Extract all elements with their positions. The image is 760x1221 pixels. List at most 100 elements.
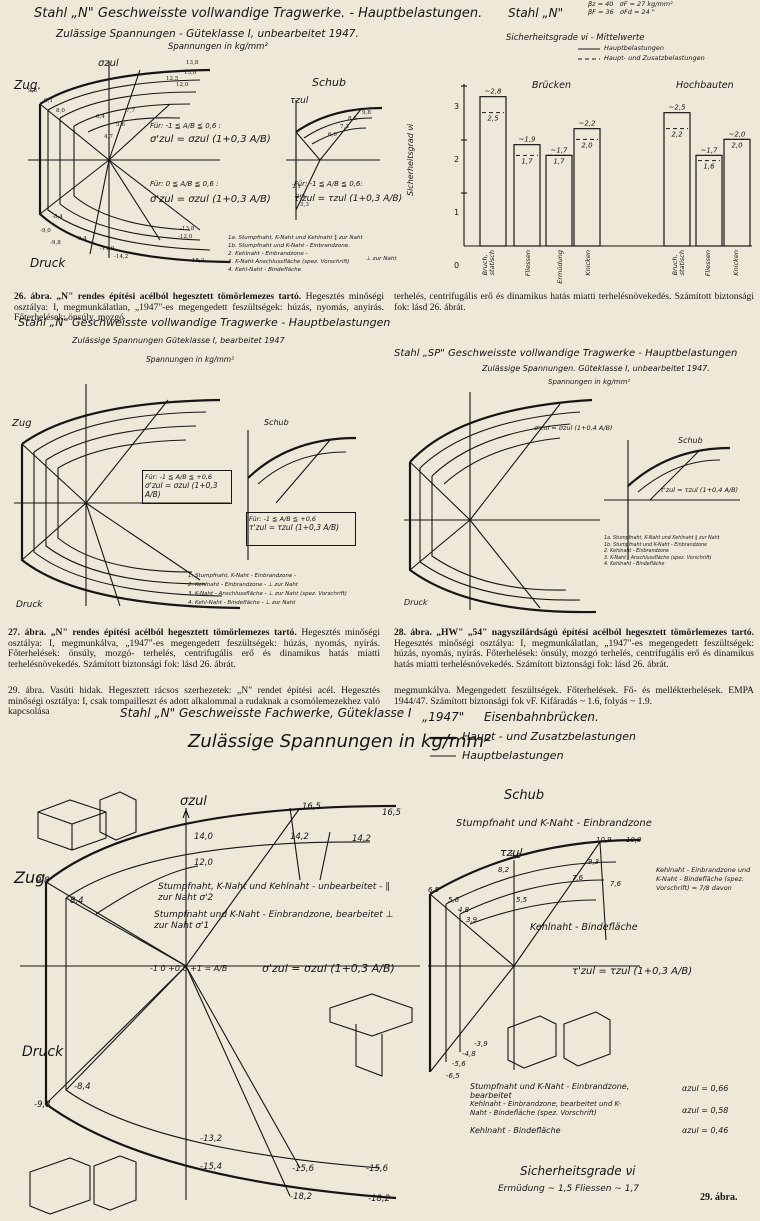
safety-bar-value: ~2,5 bbox=[669, 104, 687, 112]
fig27-formula-box1: Für: -1 ≦ A/B ≦ +0,6 σ'zul = σzul (1+0,3… bbox=[142, 470, 232, 504]
fig26-val: -15,2 bbox=[190, 258, 205, 264]
fig29-val: -13,2 bbox=[200, 1134, 222, 1144]
fig27-formula1: σ'zul = σzul (1+0,3 A/B) bbox=[145, 481, 218, 499]
fig29-val: 16,5 bbox=[382, 808, 401, 818]
fig29-val: 14,0 bbox=[194, 832, 213, 842]
fig27-druck: Druck bbox=[16, 600, 43, 610]
fig27-legend-item: 4. Kehl-Naht - Bindefläche - ⊥ zur Naht bbox=[188, 600, 296, 606]
fig29-schub-val: -6,5 bbox=[446, 1072, 460, 1080]
fig26-formula3: τ'zul = τzul (1+0,3 A/B) bbox=[294, 194, 403, 204]
safety-bar-value: ~2,8 bbox=[485, 88, 503, 96]
fig26-val: 6,4 bbox=[96, 114, 105, 120]
fig29-title-left: Stahl „N" Geschweisste Fachwerke, Gütekl… bbox=[120, 706, 412, 720]
safety-bar bbox=[723, 138, 751, 247]
fig29-schub-val: 7,6 bbox=[572, 874, 584, 882]
fig28-schub: Schub bbox=[678, 436, 703, 445]
fig28-legend-item: 4. Kehlnaht - Bindefläche bbox=[604, 562, 665, 567]
safety-cat: Fliessen bbox=[524, 250, 532, 277]
fig26-val: -14,2 bbox=[114, 254, 129, 260]
fig26-legend-item: 4. Kehl-Naht - Bindefläche bbox=[228, 267, 302, 273]
fig29-val: 16,5 bbox=[302, 802, 321, 812]
fig28-subtitle: Zulässige Spannungen. Güteklasse I, unbe… bbox=[482, 364, 710, 373]
fig26-tau-val: 2,1 bbox=[292, 184, 301, 190]
fig29-sicher-title: Sicherheitsgrade νi bbox=[520, 1164, 636, 1178]
fig29-schub-side: Kehlnaht - Einbrandzone und K-Naht - Bin… bbox=[656, 866, 751, 892]
fig26-val: -12,0 bbox=[178, 234, 193, 240]
safety-ytick: 2 bbox=[454, 155, 460, 164]
safety-cat: Knicken bbox=[732, 250, 740, 276]
safety-ytick: 0 bbox=[454, 261, 460, 270]
fig26-title: Stahl „N" Geschweisste vollwandige Tragw… bbox=[34, 6, 483, 21]
fig29-zug: Zug bbox=[14, 868, 46, 887]
fig27-zug: Zug bbox=[12, 418, 32, 429]
fig29-schub-val: 5,6 bbox=[448, 896, 460, 904]
fig26-sigma-label: σzul bbox=[98, 58, 119, 69]
fig26-val: -9,0 bbox=[40, 228, 51, 234]
fig29-schub-val: 9,2 bbox=[510, 852, 522, 860]
fig29-axis-ticks: -1 0 +0,6 +1 = A/B bbox=[150, 964, 228, 973]
fig29-schub-val: 7,6 bbox=[610, 880, 622, 888]
fig26-formula2-cond: Für: 0 ≦ A/B ≦ 0,6 : bbox=[150, 180, 219, 188]
fig26-legend: 1a. Stumpfnaht, K-Naht und Kehlnaht ∥ zu… bbox=[228, 234, 363, 274]
fig27-legend-item: 3. K-Naht - Anschlussfläche - ⊥ zur Naht… bbox=[188, 591, 347, 597]
safety-prop: σFd = 24 " bbox=[619, 8, 655, 16]
fig27-formula2-cond: Für: -1 ≦ A/B ≦ +0,6 bbox=[249, 515, 317, 523]
fig28-legend: 1a. Stumpfnaht, K-Naht und Kehlnaht ∥ zu… bbox=[604, 536, 720, 569]
safety-prop: βF = 36 bbox=[588, 8, 614, 16]
fig29-val: -15,6 bbox=[292, 1164, 314, 1174]
safety-bar bbox=[545, 154, 573, 247]
fig27-subtitle: Zulässige Spannungen Güteklasse I, bearb… bbox=[72, 336, 285, 345]
safety-legend-dashed: Haupt- und Zusatzbelastungen bbox=[604, 54, 705, 62]
fig29-schub-val: -3,9 bbox=[474, 1040, 488, 1048]
safety-bar bbox=[573, 128, 601, 247]
fig27-schub: Schub bbox=[264, 418, 289, 427]
fig26-legend-side: ⊥ zur Naht bbox=[366, 256, 397, 262]
fig26-val: 7,7 bbox=[126, 108, 135, 114]
safety-group1: Brücken bbox=[532, 80, 572, 91]
fig28-caption-body: Hegesztés minőségi osztálya: I, megmunká… bbox=[394, 637, 754, 670]
safety-caption: terhelés, centrifugális erő és dinamikus… bbox=[394, 291, 754, 313]
fig26-formula1-cond: Für: -1 ≦ A/B ≦ 0,6 : bbox=[150, 122, 221, 130]
safety-bar bbox=[695, 154, 723, 247]
fig27-caption-lead: 27. ábra. „N" rendes építési acélból heg… bbox=[8, 627, 297, 638]
fig26-val: 13,0 bbox=[184, 70, 197, 76]
fig28-caption-lead: 28. ábra. „HW" „54" nagyszilárdságú épít… bbox=[394, 627, 754, 638]
fig29-druck: Druck bbox=[22, 1044, 64, 1060]
fig29-schub: Schub bbox=[504, 788, 545, 803]
fig29-val: -18,2 bbox=[368, 1194, 390, 1204]
fig29-alpha-label: Stumpfnaht und K-Naht - Einbrandzone, be… bbox=[470, 1082, 630, 1100]
fig26-caption: 26. ábra. „N" rendes építési acélból heg… bbox=[14, 291, 385, 324]
fig27-legend: 1. Stumpfnaht, K-Naht - Einbrandzone - 2… bbox=[188, 572, 347, 608]
fig26-units: Spannungen in kg/mm² bbox=[168, 42, 268, 52]
fig26-subtitle: Zulässige Spannungen - Güteklasse I, unb… bbox=[56, 28, 359, 40]
fig26-tau-val: 2,9 bbox=[296, 194, 305, 200]
fig26-legend-item: 1a. Stumpfnaht, K-Naht und Kehlnaht ∥ zu… bbox=[228, 235, 363, 241]
fig26-tau-val: 6,0 bbox=[328, 132, 337, 138]
safety-bar-value: 2,5 bbox=[487, 115, 499, 123]
fig29-schub-val: 5,5 bbox=[516, 896, 528, 904]
fig28-legend-item: 3. K-Naht - Anschlussfläche (spez. Vorsc… bbox=[604, 555, 712, 561]
fig26-tau-val: 9,8 bbox=[362, 110, 371, 116]
safety-bar-value: ~1,7 bbox=[701, 146, 719, 154]
fig29-alpha-value: αzul = 0,58 bbox=[682, 1106, 729, 1115]
fig26-val: 4,7 bbox=[104, 134, 113, 140]
fig26-val: 5,6 bbox=[116, 122, 125, 128]
safety-bar bbox=[663, 112, 691, 247]
safety-bar-value: 1,7 bbox=[553, 157, 565, 165]
safety-prop: βz = 40 bbox=[588, 0, 614, 8]
fig26-caption-body: Hegesztés minőségi osztálya: I, megmunká… bbox=[14, 291, 385, 324]
fig26-tau-val: 8,5 bbox=[348, 116, 357, 122]
safety-prop: σF = 27 kg/mm² bbox=[619, 0, 673, 8]
fig26-tau-val: 3,3 bbox=[300, 202, 309, 208]
fig29-title-year: „1947" bbox=[422, 710, 465, 724]
safety-cat: Knicken bbox=[584, 250, 592, 276]
fig29-tau-formula: τ'zul = τzul (1+0,3 A/B) bbox=[572, 966, 693, 977]
fig29-val: 12,0 bbox=[194, 858, 213, 868]
safety-ytick: 3 bbox=[454, 102, 460, 111]
fig29-line2: Stumpfnaht und K-Naht - Einbrandzone, be… bbox=[154, 910, 394, 931]
fig29-caption-left: 29. ábra. Vasúti hidak. Hegesztett rácso… bbox=[8, 685, 380, 718]
